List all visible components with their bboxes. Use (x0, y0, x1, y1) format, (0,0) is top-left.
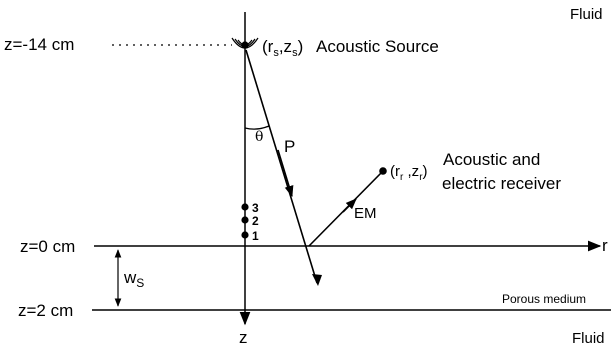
r-axis-label: r (602, 236, 608, 255)
interface-bottom-depth-label: z=2 cm (18, 301, 73, 320)
p-wave-end-arrowhead (312, 274, 322, 286)
point-3-marker (241, 203, 249, 211)
receiver-point (379, 167, 387, 175)
receiver-label-line2: electric receiver (442, 174, 561, 193)
point-1-marker (241, 231, 249, 239)
em-wave-direction-arrow (342, 198, 357, 213)
interface-top-depth-label: z=0 cm (20, 237, 75, 256)
acoustic-source-icon (231, 37, 259, 49)
p-wave-label: P (284, 137, 295, 156)
point-2-marker (241, 216, 249, 224)
point-3-label: 3 (252, 201, 259, 215)
point-1-label: 1 (252, 229, 259, 243)
fluid-top-label: Fluid (570, 6, 603, 23)
theta-angle-arc (244, 125, 270, 130)
point-2-label: 2 (252, 214, 259, 228)
porous-medium-label: Porous medium (502, 292, 586, 306)
fluid-bottom-label: Fluid (572, 330, 605, 347)
receiver-label-line1: Acoustic and (443, 150, 540, 169)
theta-label: θ (255, 129, 263, 145)
z-axis-label: z (239, 328, 248, 347)
receiver-coordinates: (rr ,zr) (390, 163, 428, 183)
source-label: Acoustic Source (316, 37, 439, 56)
p-wave-direction-arrow (277, 149, 294, 198)
thickness-label: wS (123, 268, 144, 290)
source-coordinates: (rs,zs) (262, 37, 303, 59)
p-wave-ray (245, 49, 318, 284)
source-depth-label: z=-14 cm (4, 35, 74, 54)
em-wave-label: EM (354, 205, 377, 222)
